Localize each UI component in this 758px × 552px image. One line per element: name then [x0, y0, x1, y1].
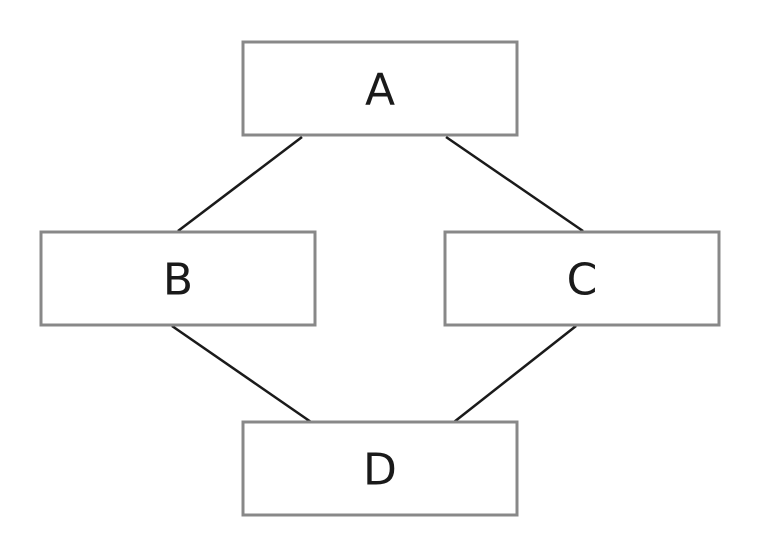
- edge-c-d: [453, 325, 577, 423]
- node-a: A: [241, 40, 519, 137]
- node-c-box: [443, 230, 721, 327]
- node-b-box: [39, 230, 317, 327]
- edge-a-c: [445, 135, 584, 233]
- node-a-label: A: [365, 65, 395, 116]
- edge-a-b: [177, 136, 303, 232]
- node-d-label: D: [363, 445, 397, 496]
- node-c: C: [443, 230, 721, 327]
- edge-b-d: [171, 324, 312, 424]
- node-a-box: [241, 40, 519, 137]
- node-d-box: [241, 420, 519, 517]
- node-d: D: [241, 420, 519, 517]
- node-c-label: C: [567, 255, 598, 306]
- node-b-label: B: [163, 255, 193, 306]
- node-b: B: [39, 230, 317, 327]
